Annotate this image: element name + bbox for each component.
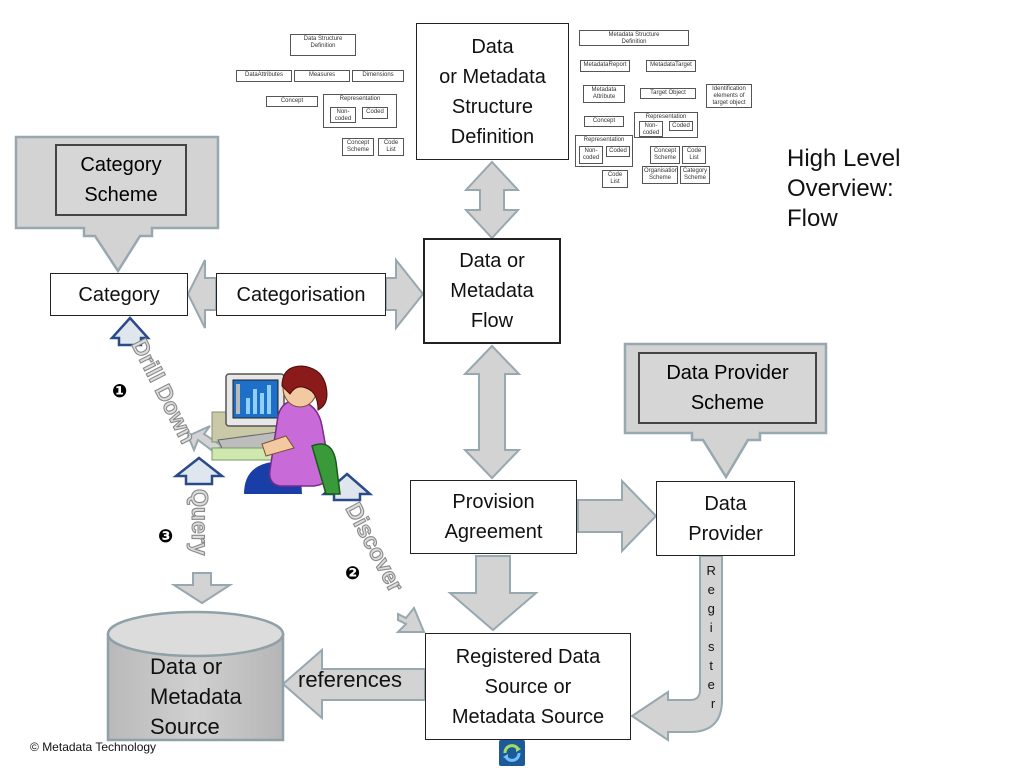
msd-representation-right-label: Representation xyxy=(645,114,687,120)
msd-representation-left-node: Representation Non- coded Coded xyxy=(575,135,633,167)
categorisation-box: Categorisation xyxy=(216,273,386,316)
dsd-dataattributes-node: DataAttributes xyxy=(236,70,292,82)
msd-coded-right-node: Coded xyxy=(669,121,693,131)
msd-metadata-attribute-node: Metadata Attribute xyxy=(583,85,625,103)
dsd-non-coded-node: Non- coded xyxy=(330,107,356,123)
logo-icon xyxy=(499,740,525,766)
drill-down-label: Drill Down xyxy=(127,334,202,447)
arrow-dsd-flow xyxy=(463,160,521,240)
msd-node: Metadata Structure Definition xyxy=(579,30,689,46)
msd-category-scheme-node: Category Scheme xyxy=(680,166,710,184)
footer-copyright: © Metadata Technology xyxy=(30,740,156,754)
arrow-provision-provider xyxy=(577,478,658,554)
msd-representation-left-label: Representation xyxy=(583,137,625,143)
step-3-marker: ❸ xyxy=(158,526,174,546)
dsd-representation-node: Representation Non- coded Coded xyxy=(323,94,397,128)
msd-identification-node: Identification elements of target object xyxy=(706,84,752,108)
arrow-query-up xyxy=(172,456,226,486)
arrow-query-down xyxy=(170,572,234,605)
structure-definition-box: Data or Metadata Structure Definition xyxy=(416,23,569,160)
arrow-flow-provision xyxy=(462,344,522,480)
step-1-marker: ❶ xyxy=(112,381,128,401)
category-box: Category xyxy=(50,273,188,316)
arrow-drill-up xyxy=(109,316,151,347)
register-label: R e g i s t e r xyxy=(706,563,719,711)
registered-source-box: Registered Data Source or Metadata Sourc… xyxy=(425,633,631,740)
dsd-concept-node: Concept xyxy=(266,96,318,107)
msd-target-object-node: Target Object xyxy=(640,88,696,99)
data-source-label: Data or Metadata Source xyxy=(150,654,242,739)
msd-code-list-right-node: Code List xyxy=(682,146,706,164)
msd-representation-right-node: Representation Non- coded Coded xyxy=(634,112,698,138)
dsd-dimensions-node: Dimensions xyxy=(352,70,404,82)
logo-svg xyxy=(499,740,525,766)
query-label: Query xyxy=(187,489,213,556)
dsd-coded-node: Coded xyxy=(362,107,388,119)
references-label: references xyxy=(298,667,402,692)
msd-non-coded-right-node: Non- coded xyxy=(639,121,663,137)
arrow-references xyxy=(281,647,426,721)
diagram-title: High Level Overview: Flow xyxy=(787,145,901,232)
data-provider-scheme-box: Data Provider Scheme xyxy=(638,352,817,424)
arrow-categorisation-flow xyxy=(385,257,425,331)
person-computer-icon xyxy=(211,365,341,495)
dsd-representation-label: Representation xyxy=(339,96,381,102)
step-2-marker: ❷ xyxy=(345,563,361,583)
msd-concept-node: Concept xyxy=(584,116,624,127)
msd-concept-scheme-node: Concept Scheme xyxy=(650,146,680,164)
provision-agreement-box: Provision Agreement xyxy=(410,480,577,554)
msd-coded-left-node: Coded xyxy=(606,146,630,157)
dsd-concept-scheme-node: Concept Scheme xyxy=(342,138,374,156)
msd-code-list-left-node: Code List xyxy=(602,170,628,188)
dsd-node: Data Structure Definition xyxy=(290,34,356,56)
source-cylinder xyxy=(106,610,285,742)
arrow-register xyxy=(630,555,723,742)
dsd-measures-node: Measures xyxy=(294,70,350,82)
dsd-code-list-node: Code List xyxy=(378,138,404,156)
data-provider-box: Data Provider xyxy=(656,481,795,556)
footer-org: Metadata Technology xyxy=(42,740,157,754)
arrow-provision-registered xyxy=(447,555,539,632)
copyright-symbol: © xyxy=(30,740,39,754)
arrow-discover-head xyxy=(395,606,426,633)
msd-organisation-scheme-node: Organisation Scheme xyxy=(642,166,678,184)
msd-metadatatarget-node: MetadataTarget xyxy=(646,60,696,72)
category-scheme-box: Category Scheme xyxy=(55,144,187,216)
msd-non-coded-left-node: Non- coded xyxy=(579,146,603,164)
arrow-category-categorisation xyxy=(186,259,217,329)
metadata-flow-box: Data or Metadata Flow xyxy=(423,238,561,344)
msd-metadatareport-node: MetadataReport xyxy=(580,60,630,72)
